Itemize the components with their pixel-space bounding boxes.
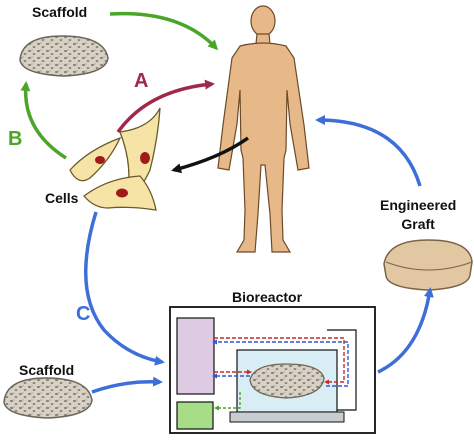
cells-cluster [69, 107, 161, 211]
cells-label: Cells [45, 190, 79, 206]
arrow-cells-to-human-A [116, 79, 215, 134]
pathway-label-b: B [8, 128, 23, 150]
human-figure [217, 5, 310, 253]
pathway-label-c: C [76, 303, 91, 325]
pathway-label-a: A [134, 70, 149, 92]
arrow-scaffold-to-bioreactor [91, 376, 163, 394]
arrow-human-to-cells [171, 136, 250, 174]
scaffold-top-disc [19, 35, 109, 77]
bioreactor-label: Bioreactor [232, 289, 303, 305]
scaffold-bottom-disc [3, 377, 93, 419]
bioreactor-panel [176, 317, 215, 395]
arrow-graft-to-human [315, 115, 422, 187]
bioreactor [169, 306, 376, 434]
scaffold-bottom-label: Scaffold [19, 362, 75, 378]
bioreactor-pump [176, 401, 214, 430]
arrow-scaffold-to-human [109, 11, 219, 51]
arrow-bioreactor-to-graft [377, 287, 434, 374]
arrow-cells-to-scaffold-B [20, 81, 67, 160]
arrow-cells-to-bioreactor-C [83, 211, 165, 366]
bioreactor-scaffold [249, 363, 325, 399]
bioreactor-base [229, 411, 345, 423]
engineered-graft-label: Engineered Graft [380, 197, 457, 232]
engineered-graft [383, 239, 473, 291]
scaffold-top-label: Scaffold [32, 4, 88, 20]
